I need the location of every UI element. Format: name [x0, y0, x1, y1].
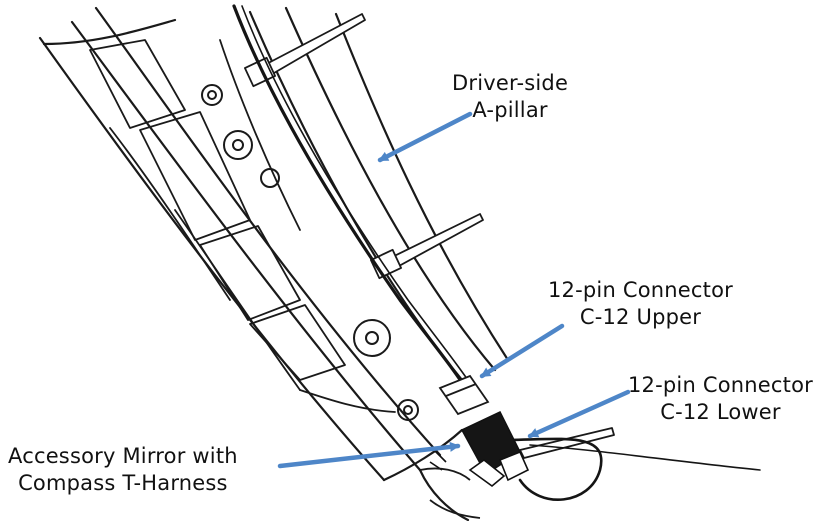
label-driver-side-a-pillar: Driver-side A-pillar	[452, 70, 568, 124]
connector-c12-lower	[429, 410, 530, 488]
arrow-a-pillar	[377, 111, 473, 163]
pillar-trim-detail	[89, 39, 396, 413]
wiring-harness	[232, 4, 761, 501]
label-upper-line1: 12-pin Connector	[548, 278, 733, 302]
mirror-mount	[419, 467, 481, 519]
label-connector-c12-lower: 12-pin Connector C-12 Lower	[628, 372, 813, 426]
arrow-mirror-harness	[277, 441, 461, 469]
label-a-pillar-line2: A-pillar	[472, 98, 548, 122]
label-lower-line2: C-12 Lower	[660, 400, 781, 424]
label-connector-c12-upper: 12-pin Connector C-12 Upper	[548, 277, 733, 331]
callout-arrows	[277, 111, 631, 469]
label-mirror-line2: Compass T-Harness	[18, 471, 228, 495]
arrow-connector-lower	[527, 389, 631, 439]
label-lower-line1: 12-pin Connector	[628, 373, 813, 397]
label-a-pillar-line1: Driver-side	[452, 71, 569, 95]
connector-c12-upper	[438, 374, 490, 416]
label-mirror-line1: Accessory Mirror with	[8, 444, 238, 468]
label-accessory-mirror-harness: Accessory Mirror with Compass T-Harness	[8, 443, 238, 497]
trim-fasteners	[201, 84, 419, 421]
label-upper-line2: C-12 Upper	[579, 305, 702, 329]
arrow-connector-upper	[479, 323, 565, 379]
